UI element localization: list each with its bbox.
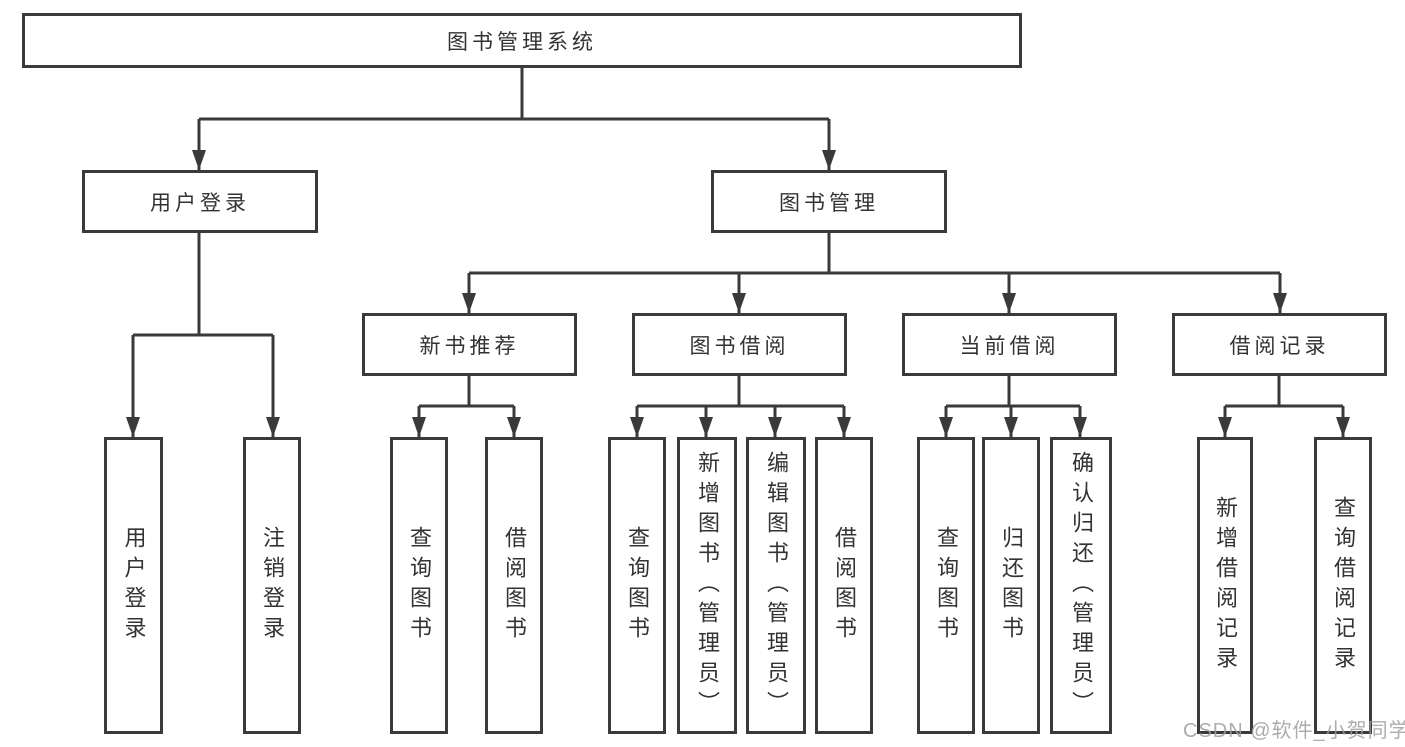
- leaf-query-books-borrow: 查询图书: [608, 437, 666, 734]
- connector-current-borrow-children: [939, 376, 1087, 437]
- connector-book-mgmt-children: [462, 233, 1287, 313]
- node-borrowing-records: 借阅记录: [1172, 313, 1387, 376]
- node-user-login: 用户登录: [82, 170, 318, 233]
- connector-new-books-children: [412, 376, 521, 437]
- connector-borrow-records-children: [1218, 376, 1350, 437]
- leaf-query-borrow-record: 查询借阅记录: [1314, 437, 1372, 734]
- connector-book-borrow-children: [630, 376, 851, 437]
- leaf-edit-book-admin: 编辑图书（管理员）: [746, 437, 806, 734]
- node-user-login-label: 用户登录: [150, 191, 250, 215]
- node-book-management-label: 图书管理: [779, 191, 879, 215]
- leaf-query-books-recommend: 查询图书: [390, 437, 448, 734]
- node-book-borrowing-label: 图书借阅: [689, 334, 790, 358]
- node-library-system: 图书管理系统: [22, 13, 1022, 68]
- leaf-confirm-return-admin: 确认归还（管理员）: [1050, 437, 1112, 734]
- leaf-borrow-books: 借阅图书: [815, 437, 873, 734]
- leaf-borrow-books-recommend: 借阅图书: [485, 437, 543, 734]
- leaf-add-book-admin: 新增图书（管理员）: [677, 437, 737, 734]
- leaf-user-login: 用户登录: [104, 437, 163, 734]
- connector-user-login-children: [126, 233, 280, 437]
- leaf-add-borrow-record: 新增借阅记录: [1197, 437, 1253, 734]
- leaf-query-books-current: 查询图书: [917, 437, 975, 734]
- node-current-borrowing-label: 当前借阅: [959, 334, 1060, 358]
- node-book-management: 图书管理: [711, 170, 947, 233]
- leaf-return-books: 归还图书: [982, 437, 1040, 734]
- node-book-borrowing: 图书借阅: [632, 313, 847, 376]
- connector-root-to-level2: [192, 68, 836, 170]
- leaf-logout: 注销登录: [243, 437, 301, 734]
- node-new-book-recommend: 新书推荐: [362, 313, 577, 376]
- node-new-book-recommend-label: 新书推荐: [419, 334, 520, 358]
- watermark: CSDN @软件_小贺同学: [1183, 720, 1405, 742]
- node-current-borrowing: 当前借阅: [902, 313, 1117, 376]
- node-library-system-label: 图书管理系统: [447, 30, 597, 54]
- node-borrowing-records-label: 借阅记录: [1229, 334, 1330, 358]
